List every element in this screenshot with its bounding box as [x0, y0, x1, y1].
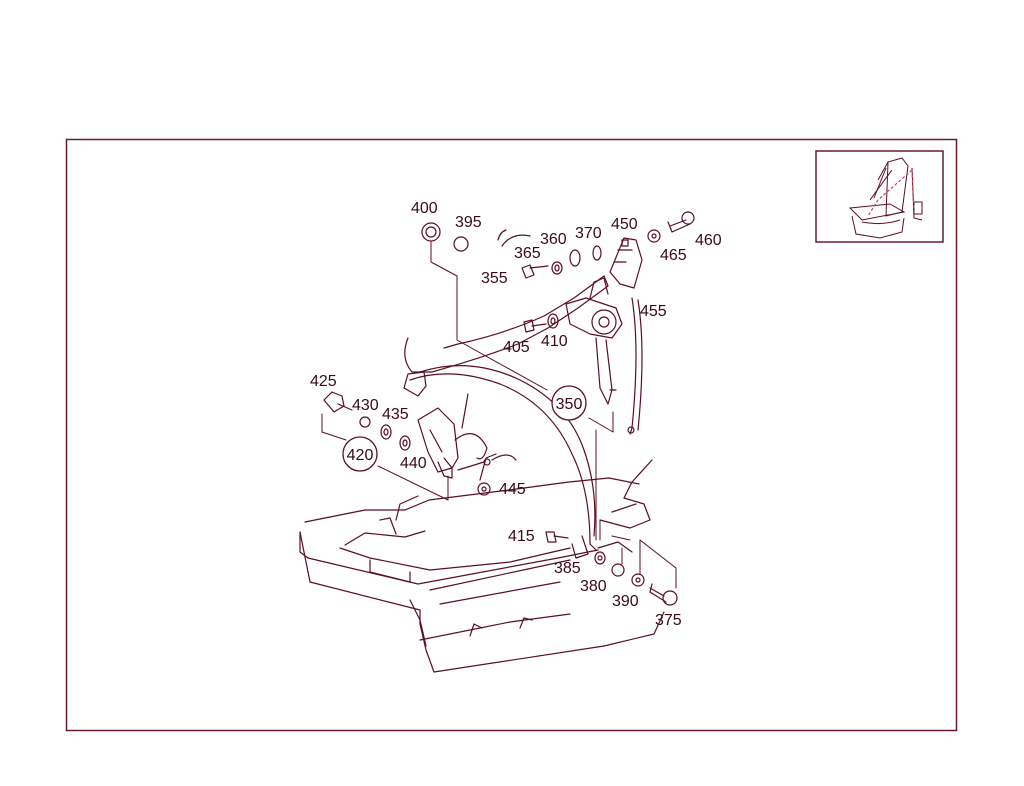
leader-lines — [321, 241, 677, 589]
diagram-frame — [65, 138, 958, 732]
buckle-assembly — [417, 393, 491, 479]
callout-420[interactable]: 420 — [342, 436, 378, 472]
seat-belt-thumbnail-icon — [848, 157, 923, 239]
label-365[interactable]: 365 — [514, 245, 541, 262]
label-355[interactable]: 355 — [481, 270, 508, 287]
label-380[interactable]: 380 — [580, 578, 607, 595]
label-450[interactable]: 450 — [611, 216, 638, 233]
label-400[interactable]: 400 — [411, 200, 438, 217]
label-350: 350 — [556, 396, 583, 413]
label-430[interactable]: 430 — [352, 397, 379, 414]
hardware-parts — [323, 211, 695, 606]
label-455[interactable]: 455 — [640, 303, 667, 320]
label-425[interactable]: 425 — [310, 373, 337, 390]
callout-350[interactable]: 350 — [551, 385, 587, 421]
label-440[interactable]: 440 — [400, 455, 427, 472]
seat-thumbnail[interactable] — [815, 150, 944, 243]
retractor — [565, 277, 623, 405]
part-labels: 400 395 360 370 450 365 355 460 465 455 … — [310, 200, 722, 629]
label-375[interactable]: 375 — [655, 612, 682, 629]
seat-frame — [299, 433, 665, 673]
label-385[interactable]: 385 — [554, 560, 581, 577]
anchor-plate — [609, 237, 643, 289]
label-410[interactable]: 410 — [541, 333, 568, 350]
label-435[interactable]: 435 — [382, 406, 409, 423]
label-395[interactable]: 395 — [455, 214, 482, 231]
label-405[interactable]: 405 — [503, 339, 530, 356]
belt-highlight-icon — [867, 169, 915, 217]
label-360[interactable]: 360 — [540, 231, 567, 248]
label-370[interactable]: 370 — [575, 225, 602, 242]
label-420: 420 — [347, 447, 374, 464]
label-445[interactable]: 445 — [499, 481, 526, 498]
label-415[interactable]: 415 — [508, 528, 535, 545]
label-460[interactable]: 460 — [695, 232, 722, 249]
guide-rail — [627, 297, 643, 435]
label-465[interactable]: 465 — [660, 247, 687, 264]
label-390[interactable]: 390 — [612, 593, 639, 610]
